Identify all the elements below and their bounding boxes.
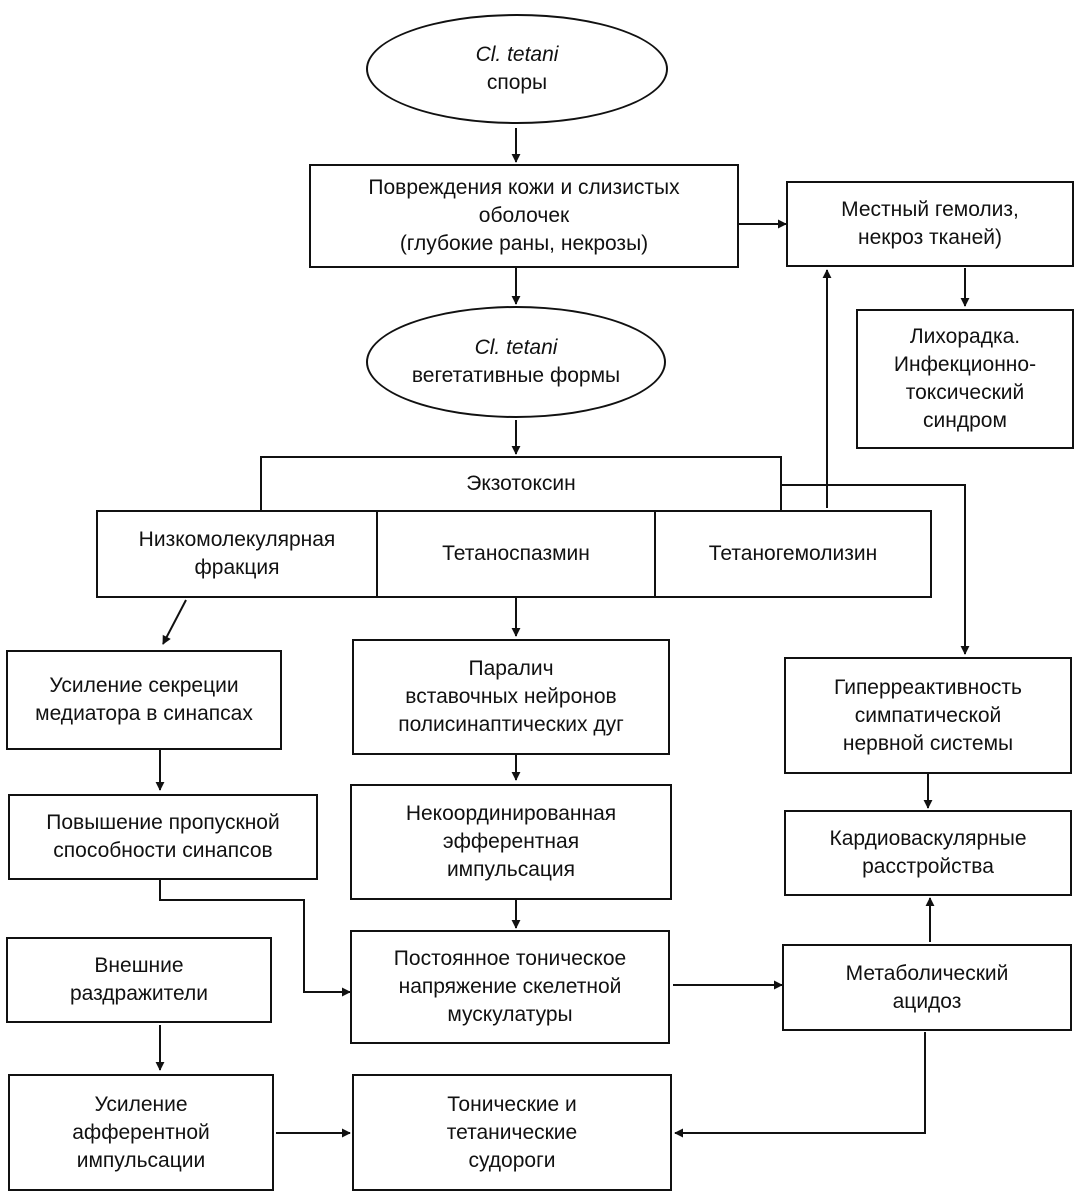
node-interneuron-paralysis: Паралич вставочных нейронов полисинаптич… [352,639,670,755]
node-cardiovascular-disorders: Кардиоваскулярные расстройства [784,810,1072,896]
node-external-stimuli: Внешние раздражители [6,937,272,1023]
node-uncoordinated-efferent: Некоординированная эфферентная импульсац… [350,784,672,900]
node-afferent-impulses: Усиление афферентной импульсации [8,1074,274,1191]
node-tonic-tension: Постоянное тоническое напряжение скелетн… [350,930,670,1044]
arrow-low-fraction-to-secretion [162,599,187,645]
spores-label: споры [486,71,548,94]
node-skin-damage: Повреждения кожи и слизистых оболочек (г… [309,164,739,268]
node-fever-syndrome: Лихорадка. Инфекционно- токсический синд… [856,309,1074,449]
node-metabolic-acidosis: Метаболический ацидоз [782,944,1072,1031]
node-convulsions: Тонические и тетанические судороги [352,1074,672,1191]
node-exotoxin: Экзотоксин [260,456,782,512]
node-low-molecular-fraction: Низкомолекулярная фракция [138,528,336,579]
node-sympathetic-hyperreactivity: Гиперреактивность симпатической нервной … [784,657,1072,774]
node-tetanospasmin: Тетаноспазмин [376,512,654,596]
node-mediator-secretion: Усиление секреции медиатора в синапсах [6,650,282,750]
node-cl-tetani-vegetative: Cl. tetani вегетативные формы [366,306,666,418]
node-cl-tetani-spores: Cl. tetani споры [366,14,668,124]
spores-species-label: Cl. tetani [475,43,559,66]
arrow-exotoxin-to-hyperreactivity [782,484,970,655]
arrow-acidosis-to-convulsions [674,1032,926,1138]
node-synapse-throughput: Повышение пропускной способности синапсо… [8,794,318,880]
node-exotoxin-fractions: Низкомолекулярная фракция Тетаноспазмин … [96,510,932,598]
node-local-hemolysis: Местный гемолиз, некроз тканей) [786,181,1074,267]
node-tetanohemolysin: Тетаногемолизин [654,512,930,596]
vegetative-label: вегетативные формы [411,364,621,387]
arrow-throughput-to-tonic-tension [159,880,351,997]
vegetative-species-label: Cl. tetani [474,336,558,359]
